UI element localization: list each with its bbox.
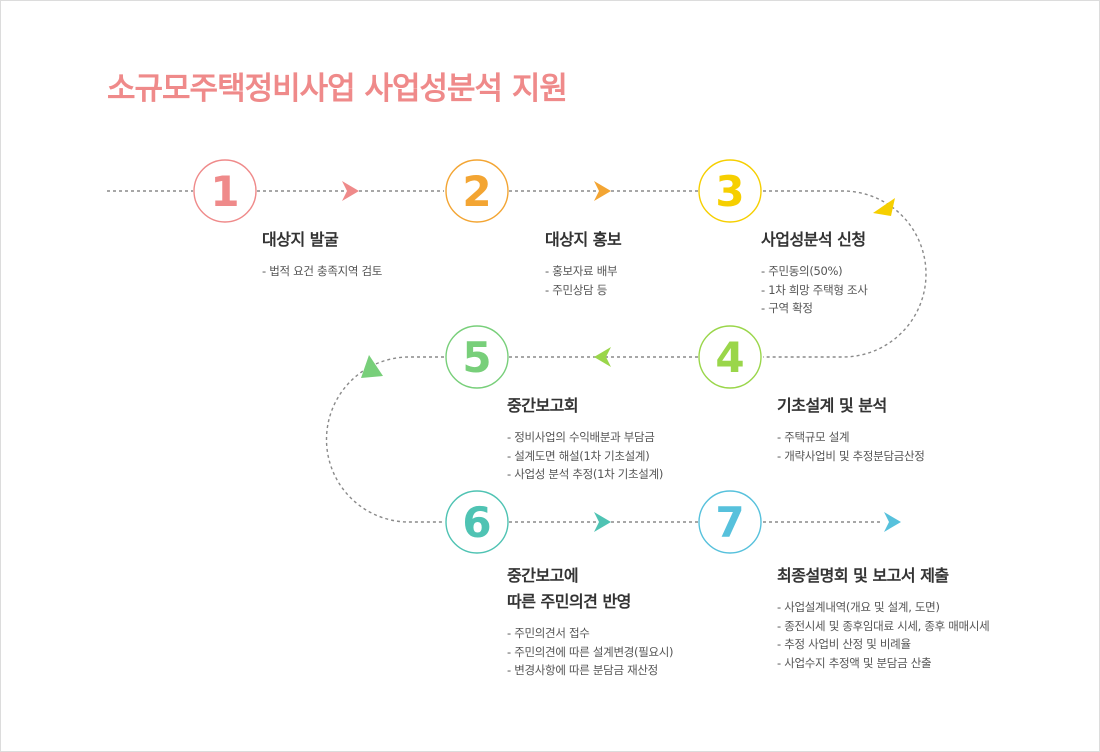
list-item: 법적 요건 충족지역 검토 (262, 262, 382, 281)
step-number: 2 (462, 167, 491, 216)
step-number: 4 (715, 333, 744, 382)
list-item: 주민동의(50%) (761, 262, 868, 281)
step-5-description: 중간보고회 정비사업의 수익배분과 부담금 설계도면 해설(1차 기초설계) 사… (507, 393, 663, 484)
step-items: 법적 요건 충족지역 검토 (262, 262, 382, 281)
step-title-line: 기초설계 및 분석 (777, 396, 887, 415)
list-item: 설계도면 해설(1차 기초설계) (507, 447, 663, 466)
step-title: 대상지 발굴 (262, 227, 382, 253)
list-item: 사업설계내역(개요 및 설계, 도면) (777, 598, 989, 617)
list-item: 1차 희망 주택형 조사 (761, 281, 868, 300)
step-circle (445, 159, 509, 223)
arrow-down-icon (873, 198, 895, 216)
step-6-description: 중간보고에 따른 주민의견 반영 주민의견서 접수 주민의견에 따른 설계변경(… (507, 563, 674, 680)
step-circle (698, 159, 762, 223)
step-4-badge: 4 (698, 325, 762, 389)
step-7-badge: 7 (698, 490, 762, 554)
list-item: 주민상담 등 (545, 281, 621, 300)
step-title: 기초설계 및 분석 (777, 393, 925, 419)
step-items: 주택규모 설계 개략사업비 및 추정분담금산정 (777, 428, 925, 465)
list-item: 개략사업비 및 추정분담금산정 (777, 447, 925, 466)
step-title-line: 따른 주민의견 반영 (507, 592, 631, 611)
list-item: 주민의견에 따른 설계변경(필요시) (507, 643, 673, 662)
list-item: 추정 사업비 산정 및 비례율 (777, 635, 989, 654)
step-7-description: 최종설명회 및 보고서 제출 사업설계내역(개요 및 설계, 도면) 종전시세 … (777, 563, 990, 672)
step-circle (193, 159, 257, 223)
connector-curve (763, 190, 927, 358)
step-5-badge: 5 (445, 325, 509, 389)
list-item: 사업성 분석 추정(1차 기초설계) (507, 465, 663, 484)
page-title: 소규모주택정비사업 사업성분석 지원 (107, 71, 568, 107)
list-item: 주택규모 설계 (777, 428, 925, 447)
step-title: 사업성분석 신청 (761, 227, 868, 253)
step-2-description: 대상지 홍보 홍보자료 배부 주민상담 등 (545, 227, 622, 299)
step-6-badge: 6 (445, 490, 509, 554)
step-number: 3 (715, 167, 744, 216)
arrow-down-left-icon (361, 355, 383, 378)
step-items: 홍보자료 배부 주민상담 등 (545, 262, 621, 299)
step-title-line: 중간보고에 (507, 566, 579, 585)
arrow-right-icon (594, 181, 611, 201)
step-items: 사업설계내역(개요 및 설계, 도면) 종전시세 및 종후임대료 시세, 종후 … (777, 598, 989, 672)
step-title: 대상지 홍보 (545, 227, 622, 253)
list-item: 변경사항에 따른 분담금 재산정 (507, 661, 673, 680)
step-4-description: 기초설계 및 분석 주택규모 설계 개략사업비 및 추정분담금산정 (777, 393, 925, 465)
arrow-right-icon (342, 181, 359, 201)
step-3-description: 사업성분석 신청 주민동의(50%) 1차 희망 주택형 조사 구역 확정 (761, 227, 868, 318)
list-item: 사업수지 추정액 및 분담금 산출 (777, 654, 989, 673)
step-title-line: 대상지 발굴 (262, 230, 339, 249)
step-title: 최종설명회 및 보고서 제출 (777, 563, 989, 589)
step-circle (445, 325, 509, 389)
step-items: 정비사업의 수익배분과 부담금 설계도면 해설(1차 기초설계) 사업성 분석 … (507, 428, 663, 484)
step-title-line: 대상지 홍보 (545, 230, 622, 249)
step-circle (698, 325, 762, 389)
list-item: 홍보자료 배부 (545, 262, 621, 281)
step-title-line: 최종설명회 및 보고서 제출 (777, 566, 949, 585)
step-number: 5 (462, 333, 491, 382)
arrow-right-icon (594, 512, 611, 532)
step-1-badge: 1 (193, 159, 257, 223)
list-item: 정비사업의 수익배분과 부담금 (507, 428, 663, 447)
step-items: 주민동의(50%) 1차 희망 주택형 조사 구역 확정 (761, 262, 868, 318)
step-title-line: 사업성분석 신청 (761, 230, 866, 249)
step-2-badge: 2 (445, 159, 509, 223)
step-title: 중간보고에 따른 주민의견 반영 (507, 563, 673, 615)
step-circle (698, 490, 762, 554)
arrow-right-icon (884, 512, 901, 532)
arrow-left-icon (594, 347, 611, 367)
step-title-line: 중간보고회 (507, 396, 579, 415)
step-circle (445, 490, 509, 554)
list-item: 구역 확정 (761, 299, 868, 318)
list-item: 종전시세 및 종후임대료 시세, 종후 매매시세 (777, 617, 989, 636)
step-3-badge: 3 (698, 159, 762, 223)
step-1-description: 대상지 발굴 법적 요건 충족지역 검토 (262, 227, 382, 281)
connector-curve (325, 356, 444, 523)
step-number: 7 (715, 498, 744, 547)
step-number: 6 (462, 498, 491, 547)
step-items: 주민의견서 접수 주민의견에 따른 설계변경(필요시) 변경사항에 따른 분담금… (507, 624, 673, 680)
step-number: 1 (210, 167, 239, 216)
list-item: 주민의견서 접수 (507, 624, 673, 643)
step-title: 중간보고회 (507, 393, 663, 419)
